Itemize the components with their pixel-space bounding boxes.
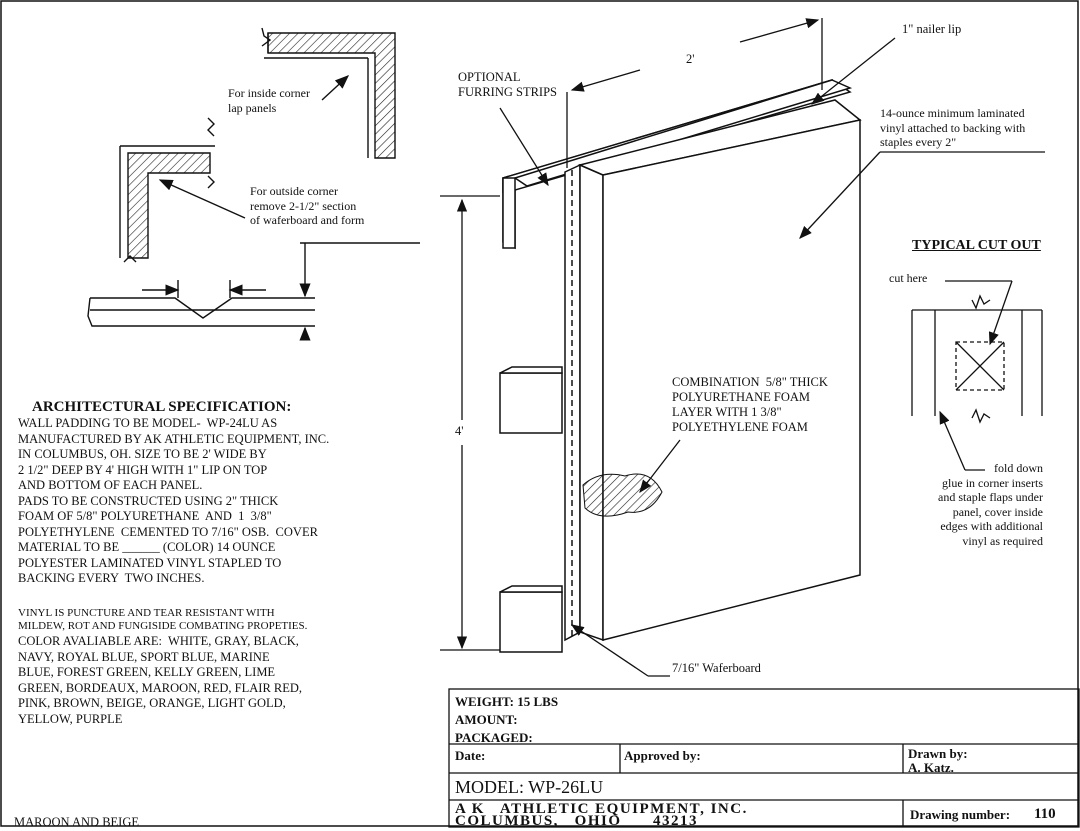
cut-here-label: cut here <box>889 271 928 285</box>
date-field: Date: <box>455 748 486 763</box>
drawing-number: 110 <box>1034 806 1056 822</box>
waferboard-label: 7/16" Waferboard <box>672 661 761 675</box>
spec-heading: ARCHITECTURAL SPECIFICATION: <box>32 399 292 415</box>
outside-corner-label: For outside corner remove 2-1/2" section… <box>250 184 365 227</box>
vinyl-note: VINYL IS PUNCTURE AND TEAR RESISTANT WIT… <box>18 607 308 632</box>
typical-cut-out-diagram <box>911 280 1043 471</box>
packaged-field: PACKAGED: <box>455 730 533 745</box>
vinyl-label: 14-ounce minimum laminated vinyl attache… <box>880 106 1026 149</box>
drawn-by-field: Drawn by: <box>908 746 968 761</box>
cut-out-note: fold down glue in corner inserts and sta… <box>938 461 1043 548</box>
v-cut-section <box>87 243 315 341</box>
width-dimension: 2' <box>686 52 695 66</box>
furring-strip-bottom <box>499 591 563 653</box>
outside-corner-detail <box>119 117 420 263</box>
amount-field: AMOUNT: <box>455 712 518 727</box>
drawing-number-label: Drawing number: <box>910 807 1011 822</box>
nailer-lip-label: 1" nailer lip <box>902 22 962 36</box>
height-dimension: 4' <box>455 424 464 438</box>
furring-strip-middle <box>499 372 563 434</box>
drawn-by-name: A. Katz. <box>908 760 954 775</box>
foam-label: COMBINATION 5/8" THICK POLYURETHANE FOAM… <box>672 375 828 434</box>
inside-corner-detail <box>261 27 396 159</box>
optional-furring-strips-label: OPTIONAL FURRING STRIPS <box>458 70 557 99</box>
weight-field: WEIGHT: 15 LBS <box>455 694 559 709</box>
inside-corner-label: For inside corner lap panels <box>228 86 310 115</box>
color-list: COLOR AVALIABLE ARE: WHITE, GRAY, BLACK,… <box>18 634 303 726</box>
spec-body: WALL PADDING TO BE MODEL- WP-24LU AS MAN… <box>18 416 330 585</box>
dimension-lines <box>440 18 1045 677</box>
approved-by-field: Approved by: <box>624 748 701 763</box>
spec-footer: MAROON AND BEIGE <box>14 815 139 829</box>
company-name: A K ATHLETIC EQUIPMENT, INC. <box>455 801 748 817</box>
title-block-lines <box>448 688 1080 828</box>
typical-cut-out-title: TYPICAL CUT OUT <box>912 238 1041 253</box>
wall-pad-panel <box>499 78 862 653</box>
model-field: MODEL: WP-26LU <box>455 777 604 797</box>
furring-strip-top <box>502 177 516 249</box>
company-city: COLUMBUS, OHIO 43213 <box>455 813 699 829</box>
